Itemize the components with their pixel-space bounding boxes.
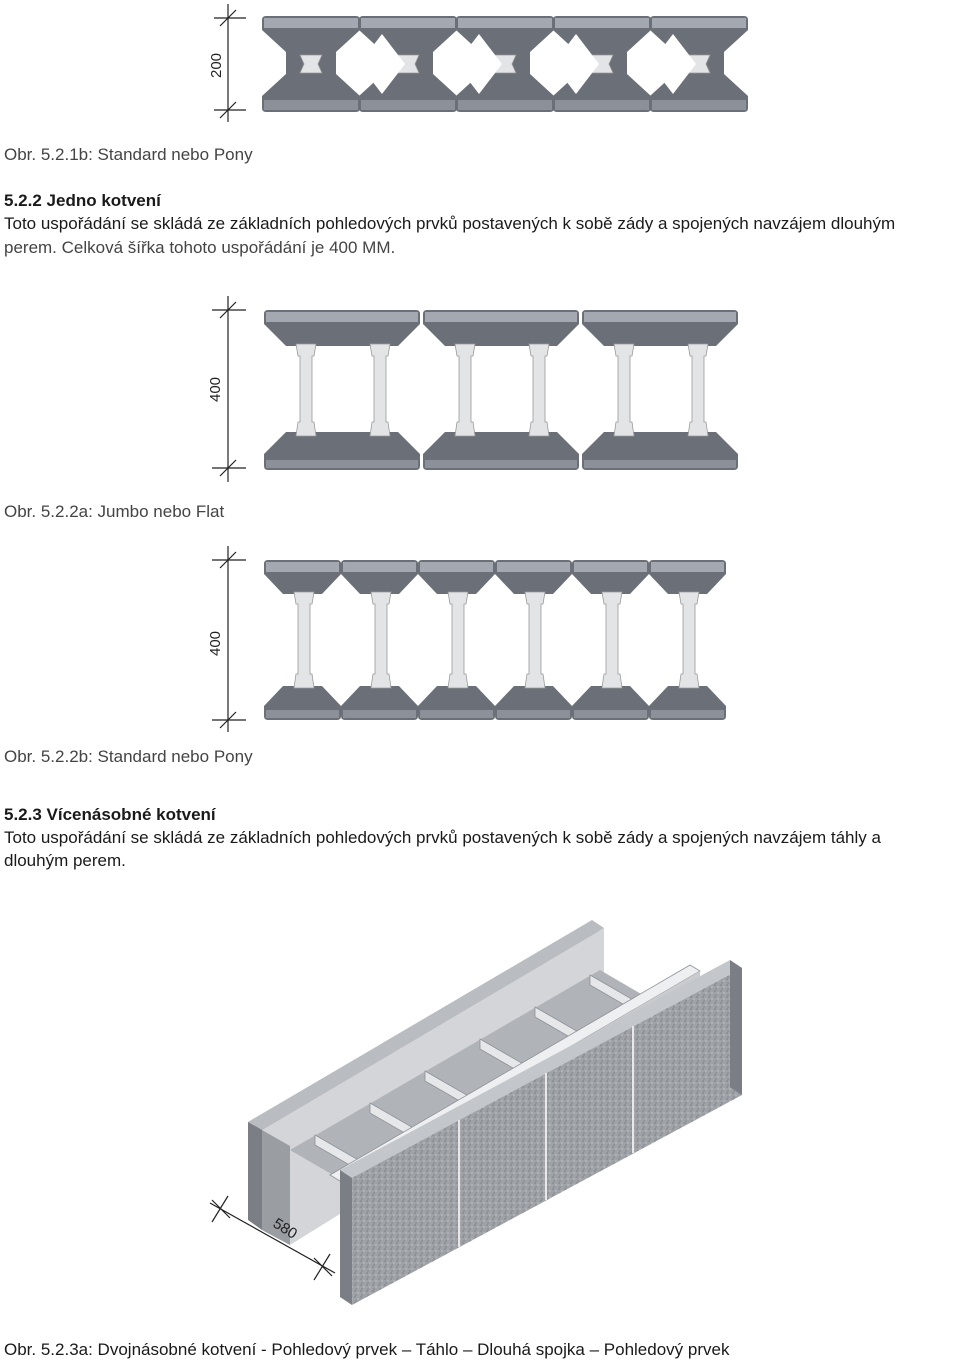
section-heading: 5.2.3 Vícenásobné kotvení <box>4 805 216 824</box>
dimension-marker <box>212 296 246 482</box>
block-row <box>264 560 726 720</box>
figure-caption: Obr. 5.2.3a: Dvojnásobné kotvení - Pohle… <box>4 1340 730 1359</box>
dimension-label: 200 <box>208 53 225 78</box>
figure-standard-pony-double: 400 <box>207 546 726 732</box>
figure-caption: Obr. 5.2.1b: Standard nebo Pony <box>4 145 253 164</box>
section-heading: 5.2.2 Jedno kotvení <box>4 191 161 210</box>
figure-caption: Obr. 5.2.2a: Jumbo nebo Flat <box>4 502 225 521</box>
dimension-label: 400 <box>207 631 224 656</box>
figure-jumbo-flat: 400 <box>207 296 738 482</box>
dimension-marker <box>209 1195 336 1281</box>
figure-isometric-double-anchoring: 580 <box>209 920 742 1305</box>
block-row <box>262 16 748 112</box>
block-row <box>264 310 738 470</box>
paragraph-line: Toto uspořádání se skládá ze základních … <box>4 214 896 233</box>
paragraph-line: dlouhým perem. <box>4 851 126 870</box>
figure-standard-pony-single: 200 <box>208 4 748 122</box>
paragraph-line: Toto uspořádání se skládá ze základních … <box>4 828 881 847</box>
figure-caption: Obr. 5.2.2b: Standard nebo Pony <box>4 747 253 766</box>
dimension-label: 400 <box>207 377 224 402</box>
paragraph-line: perem. Celková šířka tohoto uspořádání j… <box>4 238 396 257</box>
dimension-marker <box>214 4 246 122</box>
isometric-wall <box>248 920 742 1305</box>
dimension-marker <box>212 546 246 732</box>
